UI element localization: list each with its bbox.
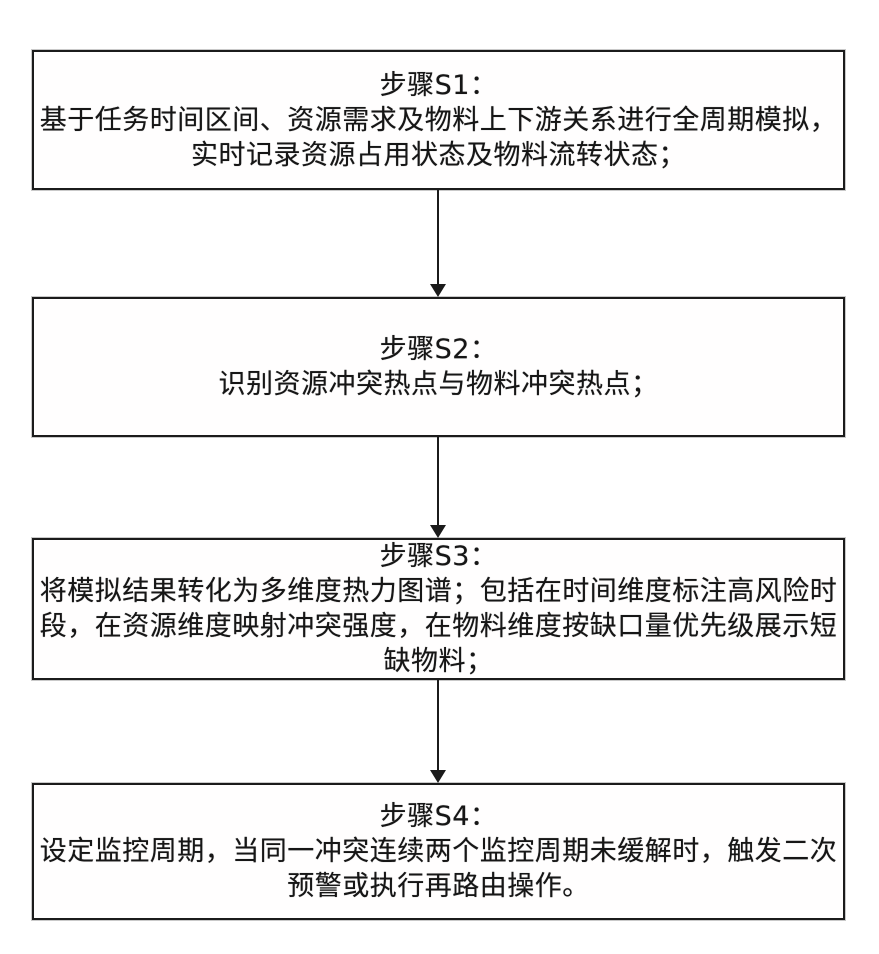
- flow-arrow-s2-s3: [429, 437, 447, 538]
- step-s1-text-line-2: 实时记录资源占用状态及物料流转状态；: [191, 139, 686, 171]
- step-s4-text-line-2: 预警或执行再路由操作。: [287, 871, 590, 902]
- step-box-s3: 步骤S3： 将模拟结果转化为多维度热力图谱；包括在时间维度标注高风险时 段，在资…: [32, 538, 845, 680]
- step-box-s2: 步骤S2： 识别资源冲突热点与物料冲突热点；: [32, 297, 845, 437]
- flow-arrow-s1-s2: [429, 190, 447, 297]
- arrow-head-icon: [430, 525, 446, 538]
- arrow-line: [437, 190, 439, 284]
- step-s3-text-line-1: 将模拟结果转化为多维度热力图谱；包括在时间维度标注高风险时: [39, 576, 838, 607]
- step-s4-title: 步骤S4：: [379, 801, 498, 832]
- step-s1-title: 步骤S1：: [379, 69, 498, 101]
- step-s3-text-line-3: 缺物料；: [383, 646, 494, 677]
- arrow-line: [437, 437, 439, 525]
- arrow-head-icon: [430, 770, 446, 783]
- step-s4-text-line-1: 设定监控周期，当同一冲突连续两个监控周期未缓解时，触发二次: [39, 836, 838, 867]
- flow-arrow-s3-s4: [429, 680, 447, 783]
- arrow-line: [437, 680, 439, 770]
- step-s3-text-line-2: 段，在资源维度映射冲突强度，在物料维度按缺口量优先级展示短: [39, 611, 838, 642]
- step-s1-text-line-1: 基于任务时间区间、资源需求及物料上下游关系进行全周期模拟，: [39, 104, 838, 136]
- arrow-head-icon: [430, 284, 446, 297]
- step-s2-text-line-1: 识别资源冲突热点与物料冲突热点；: [218, 369, 659, 400]
- step-s2-title: 步骤S2：: [379, 334, 498, 365]
- step-s3-title: 步骤S3：: [379, 541, 498, 572]
- step-box-s1: 步骤S1： 基于任务时间区间、资源需求及物料上下游关系进行全周期模拟， 实时记录…: [32, 50, 845, 190]
- step-box-s4: 步骤S4： 设定监控周期，当同一冲突连续两个监控周期未缓解时，触发二次 预警或执…: [32, 783, 845, 920]
